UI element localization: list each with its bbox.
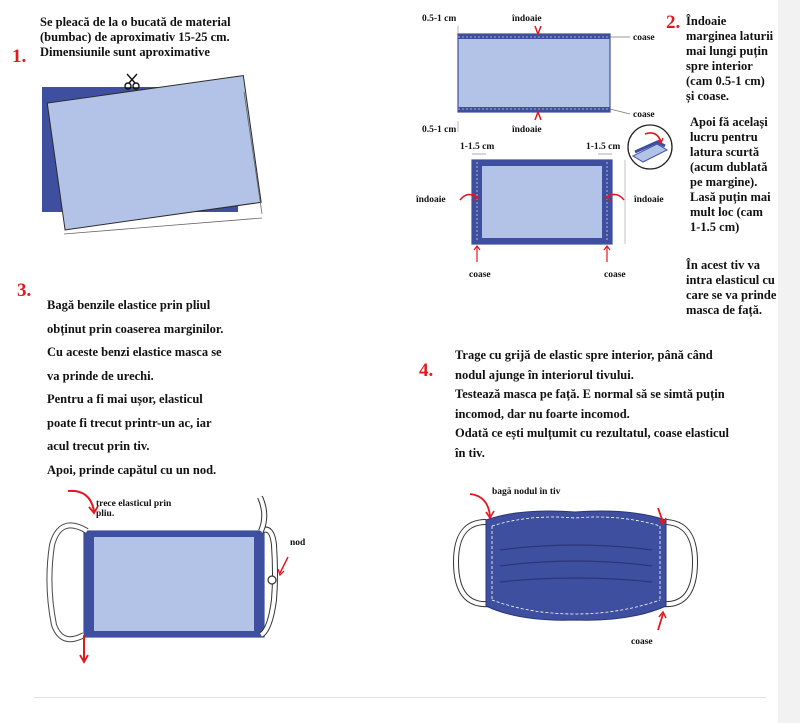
step-2-line: masca de față. xyxy=(686,303,763,317)
step-2-text-block-1: Îndoaie marginea laturii mai lungi puțin… xyxy=(686,14,798,104)
fold-arrow-bottom-icon xyxy=(534,109,542,121)
mask-pleat xyxy=(499,560,653,567)
scissors-icon xyxy=(124,73,140,90)
step-2-line: spre interior xyxy=(686,59,753,73)
step-2-line: Lasă puțin mai xyxy=(690,190,771,204)
fold-label-right: îndoaie xyxy=(634,195,664,205)
step-2-line: În acest tiv va xyxy=(686,258,760,272)
step-1-number: 1. xyxy=(12,46,27,67)
fold-short-edge-diagram xyxy=(459,153,626,262)
step-2-line: (acum dublată xyxy=(690,160,768,174)
step-1-line: Dimensiunile sunt aproximative xyxy=(40,45,210,59)
step-1-line: (bumbac) de aproximativ 15-25 cm. xyxy=(40,30,230,44)
sew-label-left: coase xyxy=(469,270,491,280)
step-4-line: Trage cu grijă de elastic spre interior,… xyxy=(455,348,713,362)
fold-arrow-top-icon xyxy=(534,25,542,37)
step-2-line: marginea laturii xyxy=(686,29,774,43)
knot-inside-label: bagă nodul în tiv xyxy=(492,487,561,497)
step-4-line: în tiv. xyxy=(455,445,485,460)
fabric-sheet-diagram xyxy=(42,73,263,235)
step-2-line: mai lungi puțin xyxy=(686,44,768,58)
top-hem-strip xyxy=(458,34,610,39)
hem-long-label-bottom: 0.5-1 cm xyxy=(422,125,457,135)
step-3-line: va prinde de urechi. xyxy=(47,368,154,383)
fabric-front-sheet xyxy=(46,75,262,231)
scrollbar-track[interactable] xyxy=(778,0,800,723)
knot-icon xyxy=(267,575,277,585)
step-3-line: Apoi, prinde capătul cu un nod. xyxy=(47,462,217,477)
sew-label-top: coase xyxy=(633,33,655,43)
knot-inside-arrow-icon xyxy=(469,493,491,517)
step-4-line: nodul ajunge în interiorul tivului. xyxy=(455,367,634,382)
fabric-short-hem-sheet xyxy=(471,159,613,245)
step-2-line: lucru pentru xyxy=(690,130,758,144)
step-2-line: 1-1.5 cm) xyxy=(690,220,740,234)
fold-label-top: îndoaie xyxy=(512,14,542,24)
step-4-line: Odată ce ești mulțumit cu rezultatul, co… xyxy=(455,426,730,440)
step-1-line: Se pleacă de la o bucată de material xyxy=(40,15,231,29)
elastic-threading-diagram xyxy=(46,489,289,664)
step-2-line: mult loc (cam xyxy=(690,205,763,219)
dimension-line-right xyxy=(243,91,263,215)
step-2-line: latura scurtă xyxy=(690,145,760,159)
step-3-line: Bagă benzile elastice prin pliul xyxy=(47,298,211,312)
bottom-hem-strip xyxy=(458,107,610,112)
step-2-line: pe margine). xyxy=(690,175,758,189)
sew-label-bottom: coase xyxy=(633,110,655,120)
step-2-line: intra elasticul cu xyxy=(686,273,775,287)
step-2-text-block-2: Apoi fă același lucru pentru latura scur… xyxy=(690,115,798,235)
step-3-line: poate fi trecut printr-un ac, iar xyxy=(47,415,212,430)
sew-arrow-bottom-icon xyxy=(657,613,664,631)
step-3-line: Cu aceste benzi elastice masca se xyxy=(47,345,222,359)
step-4-number: 4. xyxy=(419,360,434,381)
mask-body xyxy=(485,510,667,621)
sew-arrow-top-icon xyxy=(657,507,664,523)
fold-label-left: îndoaie xyxy=(416,195,446,205)
step-3-line: acul trecut prin tiv. xyxy=(47,439,150,453)
step-3-number: 3. xyxy=(17,280,32,301)
step-2-text-block-3: În acest tiv va intra elasticul cu care … xyxy=(686,258,798,318)
finished-mask-diagram xyxy=(452,493,699,631)
step-3-line: obținut prin coaserea marginilor. xyxy=(47,321,224,336)
step-3-line: Pentru a fi mai ușor, elasticul xyxy=(47,392,203,406)
sew-elastic-label: coase xyxy=(631,637,653,647)
knot-arrow-icon xyxy=(279,556,289,574)
mask-pleat xyxy=(499,544,653,551)
thread-elastic-label: trece elasticul prin pliu. xyxy=(96,499,172,519)
fabric-long-hem-sheet xyxy=(457,33,611,113)
thread-arrow-icon xyxy=(67,489,95,512)
step-4-line: incomod, dar nu foarte incomod. xyxy=(455,406,630,421)
hem-detail-icon xyxy=(627,124,673,170)
step-2-number: 2. xyxy=(666,12,681,33)
step-4-text: Trage cu grijă de elastic spre interior,… xyxy=(455,346,785,463)
fold-label-bottom: îndoaie xyxy=(512,125,542,135)
step-2-line: (cam 0.5-1 cm) xyxy=(686,74,765,88)
knot-label: nod xyxy=(290,538,306,548)
mask-pleat xyxy=(499,577,653,583)
step-3-text: Bagă benzile elastice prin pliul obținut… xyxy=(47,294,317,482)
bottom-divider xyxy=(34,697,766,698)
step-2-line: care se va prinde xyxy=(686,288,777,302)
step-2-line: Îndoaie xyxy=(686,14,727,28)
dimension-line-bottom xyxy=(63,217,263,235)
step-2-line: și coase. xyxy=(686,89,730,103)
step-1-text: Se pleacă de la o bucată de material (bu… xyxy=(40,15,300,60)
hem-long-label-top: 0.5-1 cm xyxy=(422,14,457,24)
hem-short-label-left: 1-1.5 cm xyxy=(460,142,495,152)
fold-long-edge-diagram xyxy=(457,25,631,132)
hem-short-label-right: 1-1.5 cm xyxy=(586,142,621,152)
mask-flat-sheet xyxy=(83,530,265,638)
step-4-line: Testează masca pe față. E normal să se s… xyxy=(455,387,725,401)
step-2-line: Apoi fă același xyxy=(690,115,768,129)
sew-label-right: coase xyxy=(604,270,626,280)
